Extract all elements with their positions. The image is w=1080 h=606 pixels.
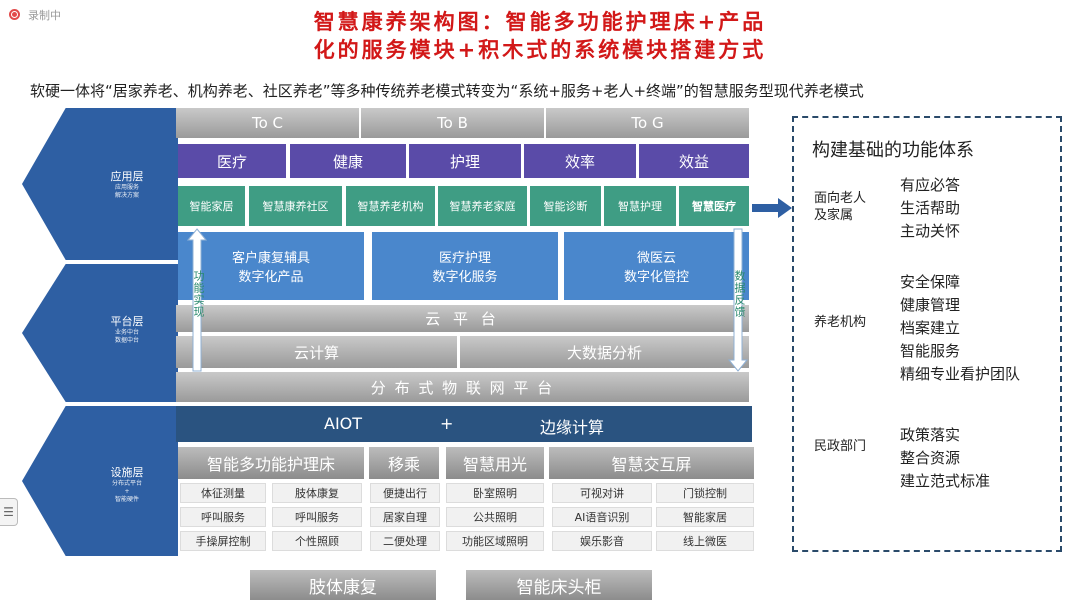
bed-item: 个性照顾 xyxy=(272,531,362,551)
recording-label: 录制中 xyxy=(28,9,61,22)
target-to-c: To C xyxy=(176,108,359,138)
scene-nursing: 智慧护理 xyxy=(604,186,676,226)
subtitle: 软硬一体将“居家养老、机构养老、社区养老”等多种传统养老模式转变为“系统+服务+… xyxy=(30,82,864,100)
transfer-item: 居家自理 xyxy=(370,507,440,527)
layer-label-platform: 平台层 业务中台 数据中台 xyxy=(110,315,144,344)
cloud-computing-bar: 云计算 xyxy=(176,336,457,368)
category-institution: 养老机构 xyxy=(814,315,867,330)
aiot-label: AIOT xyxy=(324,414,363,433)
arrow-label-function: 功能实现 xyxy=(192,270,205,318)
bed-item: 手操屏控制 xyxy=(180,531,266,551)
big-data-bar: 大数据分析 xyxy=(460,336,749,368)
arrow-up-icon xyxy=(187,228,207,372)
function-item: 智能服务 xyxy=(900,342,961,360)
layer-label-app: 应用层 应用服务 解决方案 xyxy=(110,170,144,199)
iot-platform-bar: 分 布 式 物 联 网 平 台 xyxy=(176,372,749,402)
bed-item: 肢体康复 xyxy=(272,483,362,503)
screen-item: 门锁控制 xyxy=(656,483,754,503)
layer-label-facility: 设施层 分布式平台 + 智能硬件 xyxy=(110,466,144,503)
function-item: 档案建立 xyxy=(900,319,961,337)
facility-transfer: 移乘 xyxy=(369,447,439,479)
function-item: 整合资源 xyxy=(900,449,961,467)
value-nursing: 护理 xyxy=(409,144,521,178)
lighting-item: 卧室照明 xyxy=(446,483,544,503)
screen-item: AI语音识别 xyxy=(552,507,652,527)
scene-family: 智慧养老家庭 xyxy=(438,186,527,226)
bottom-rehab: 肢体康复 xyxy=(250,570,436,600)
scene-community: 智慧康养社区 xyxy=(249,186,342,226)
function-item: 主动关怀 xyxy=(900,222,961,240)
side-menu-tab[interactable]: ☰ xyxy=(0,498,18,526)
function-item: 精细专业看护团队 xyxy=(900,365,1021,383)
function-item: 有应必答 xyxy=(900,176,961,194)
bed-item: 体征测量 xyxy=(180,483,266,503)
screen-item: 线上微医 xyxy=(656,531,754,551)
product-cloud-control: 微医云数字化管控 xyxy=(564,232,749,300)
scene-smart-home: 智能家居 xyxy=(178,186,245,226)
menu-icon: ☰ xyxy=(3,505,14,519)
function-item: 安全保障 xyxy=(900,273,961,291)
facility-screen: 智慧交互屏 xyxy=(549,447,754,479)
transfer-item: 二便处理 xyxy=(370,531,440,551)
title-line-2: 化的服务模块+积木式的系统模块搭建方式 xyxy=(313,38,767,62)
recording-indicator-icon xyxy=(9,9,20,20)
scene-medical: 智慧医疗 xyxy=(679,186,749,226)
title-line-1: 智慧康养架构图：智能多功能护理床+产品 xyxy=(313,10,767,34)
value-benefit: 效益 xyxy=(639,144,749,178)
bottom-bedside-cabinet: 智能床头柜 xyxy=(466,570,652,600)
function-system-panel xyxy=(792,116,1062,552)
lighting-item: 公共照明 xyxy=(446,507,544,527)
screen-item: 可视对讲 xyxy=(552,483,652,503)
facility-lighting: 智慧用光 xyxy=(446,447,544,479)
value-health: 健康 xyxy=(290,144,406,178)
lighting-item: 功能区域照明 xyxy=(446,531,544,551)
aiot-plus: + xyxy=(440,414,454,433)
facility-bed: 智能多功能护理床 xyxy=(178,447,364,479)
value-medical: 医疗 xyxy=(178,144,286,178)
screen-item: 娱乐影音 xyxy=(552,531,652,551)
arrow-down-icon xyxy=(728,228,748,372)
product-rehab-aids: 客户康复辅具数字化产品 xyxy=(178,232,364,300)
transfer-item: 便捷出行 xyxy=(370,483,440,503)
arrow-label-feedback: 数据反馈 xyxy=(733,270,746,318)
function-system-title: 构建基础的功能体系 xyxy=(812,140,974,161)
bed-item: 呼叫服务 xyxy=(180,507,266,527)
value-efficiency: 效率 xyxy=(524,144,636,178)
arrow-right-icon xyxy=(752,198,792,218)
category-elderly: 面向老人 及家属 xyxy=(814,191,867,223)
cloud-platform-bar: 云 平 台 xyxy=(176,305,749,332)
product-medical-service: 医疗护理数字化服务 xyxy=(372,232,558,300)
bed-item: 呼叫服务 xyxy=(272,507,362,527)
function-item: 建立范式标准 xyxy=(900,472,991,490)
target-to-g: To G xyxy=(546,108,749,138)
aiot-bar: AIOT + 边缘计算 xyxy=(176,406,752,442)
scene-institution: 智慧养老机构 xyxy=(346,186,435,226)
target-to-b: To B xyxy=(361,108,544,138)
category-civil-affairs: 民政部门 xyxy=(814,439,867,454)
scene-diagnosis: 智能诊断 xyxy=(530,186,601,226)
edge-computing-label: 边缘计算 xyxy=(540,418,605,437)
function-item: 政策落实 xyxy=(900,426,961,444)
screen-item: 智能家居 xyxy=(656,507,754,527)
function-item: 生活帮助 xyxy=(900,199,961,217)
function-item: 健康管理 xyxy=(900,296,961,314)
